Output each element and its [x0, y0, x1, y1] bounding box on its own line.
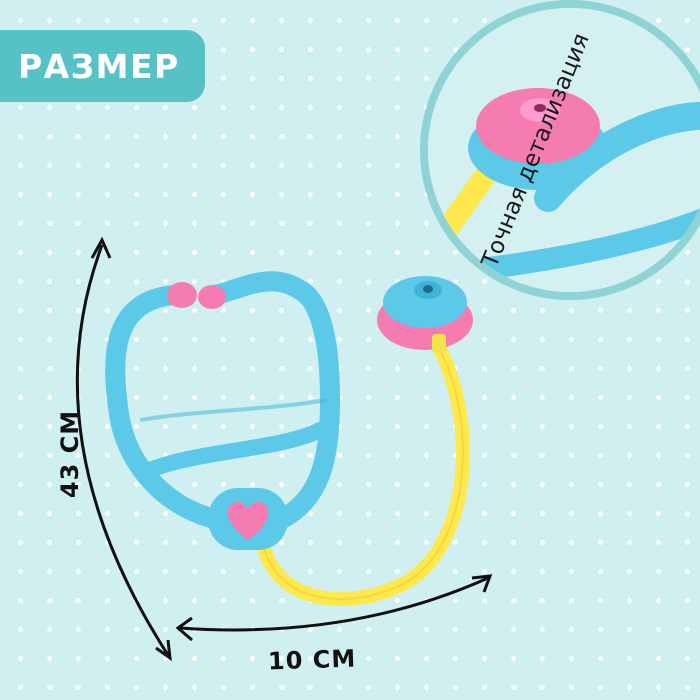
height-dimension-label: 43 СМ [56, 409, 85, 499]
height-arrow-head-top [90, 236, 112, 259]
yellow-tube [255, 333, 470, 607]
width-arrow-head-right [471, 574, 493, 593]
detail-zoom-circle [420, 0, 700, 300]
size-badge: РАЗМЕР [0, 30, 205, 102]
ear-tip-right [198, 285, 226, 309]
heart-icon [227, 502, 269, 540]
width-dimension-label: 10 СМ [267, 644, 357, 676]
height-arrow [75, 244, 170, 656]
width-arrow-head-left [175, 616, 193, 642]
width-arrow [179, 576, 489, 632]
blue-headset [105, 271, 340, 530]
zoom-detail-image [428, 8, 700, 292]
size-badge-label: РАЗМЕР [18, 46, 180, 86]
height-arrow-head-bottom [155, 639, 172, 662]
ear-tip-left [167, 282, 197, 308]
